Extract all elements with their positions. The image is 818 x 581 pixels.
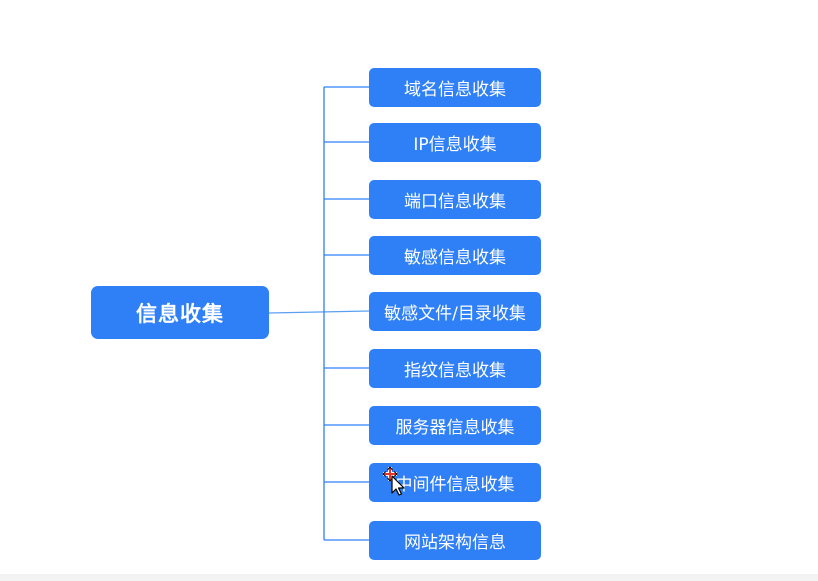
child-node-sensitive-info[interactable]: 敏感信息收集 <box>369 236 541 275</box>
child-node-server[interactable]: 服务器信息收集 <box>369 406 541 445</box>
child-node-sensitive-files[interactable]: 敏感文件/目录收集 <box>369 292 541 331</box>
bottom-scroll-area <box>0 574 818 581</box>
child-node-ip[interactable]: IP信息收集 <box>369 123 541 162</box>
child-node-port[interactable]: 端口信息收集 <box>369 180 541 219</box>
child-node-fingerprint[interactable]: 指纹信息收集 <box>369 349 541 388</box>
child-node-middleware[interactable]: 中间件信息收集 <box>369 463 541 502</box>
child-node-site-architecture[interactable]: 网站架构信息 <box>369 521 541 560</box>
child-node-domain[interactable]: 域名信息收集 <box>369 68 541 107</box>
root-node[interactable]: 信息收集 <box>91 286 269 339</box>
root-connector <box>268 310 370 314</box>
